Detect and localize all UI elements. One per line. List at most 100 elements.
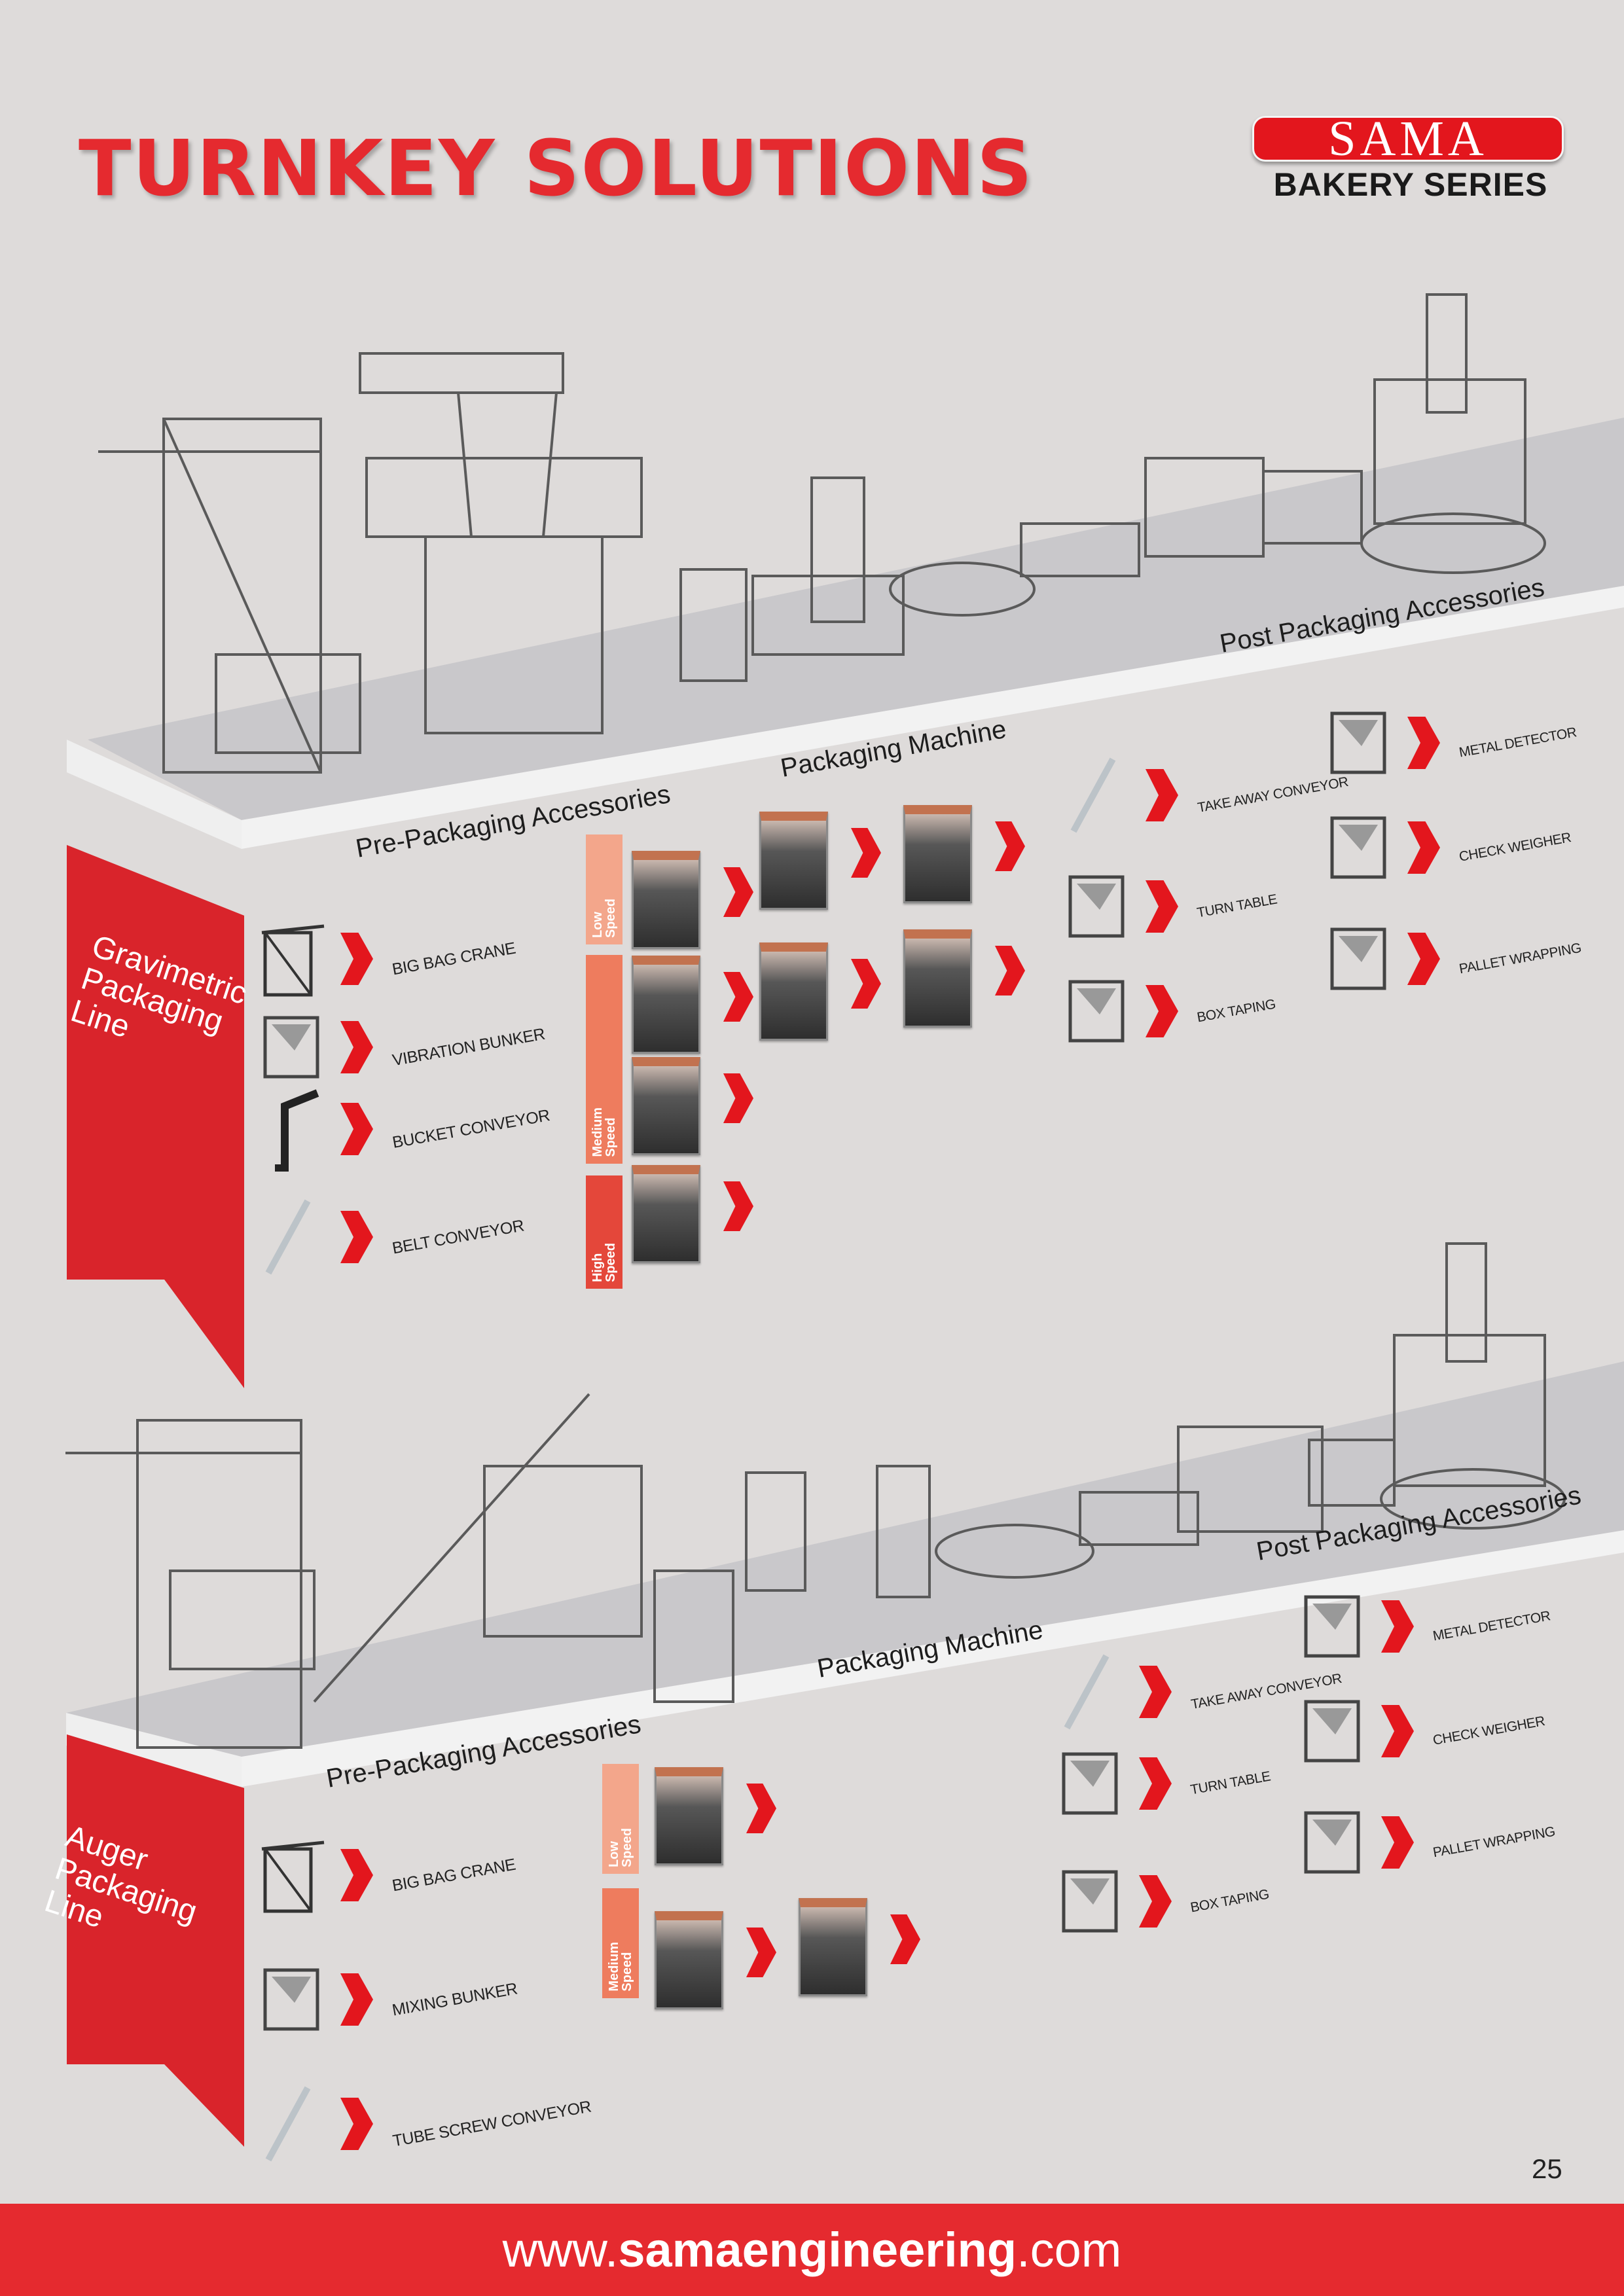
page-title: TURNKEY SOLUTIONS [79,123,1034,213]
chevron-right-icon [1146,880,1178,933]
chevron-right-icon [1407,821,1440,874]
accessory-machine-icon [1322,916,1394,1001]
speed-label: Low Speed [607,1827,634,1867]
packaging-machine-image [759,942,828,1041]
speed-label: Medium Speed [590,1107,618,1157]
chevron-right-icon [1139,1666,1172,1718]
packaging-machine-image [632,1057,700,1155]
item-label: METAL DETECTOR [1432,1608,1552,1644]
speed-label: Low Speed [590,898,618,938]
accessory-machine-icon [1296,1800,1368,1885]
accessory-machine-icon [1060,753,1132,838]
chevron-right-icon [1381,1705,1414,1757]
pre-packaging-item: BIG BAG CRANE [255,916,517,1001]
box-machine-icon [255,1957,327,2042]
chevron-right-icon [340,1021,373,1073]
post-packaging-item: METAL DETECTOR [1322,700,1578,785]
post-packaging-item: BOX TAPING [1054,1859,1271,1944]
sama-logo: SAMA [1252,116,1564,162]
chevron-right-icon [1381,1600,1414,1653]
accessory-machine-icon [1054,1859,1126,1944]
post-packaging-item: CHECK WEIGHER [1296,1689,1546,1774]
accessory-machine-icon [1322,805,1394,890]
post-packaging-item: CHECK WEIGHER [1322,805,1572,890]
auger-platform [66,1361,1624,1787]
speed-bar: Low Speed [586,834,623,944]
chevron-right-icon [1139,1875,1172,1928]
auger-machinery-drawing [65,1242,1566,1749]
post-packaging-item: TURN TABLE [1054,1741,1272,1826]
packaging-machine-image [903,805,972,903]
gravimetric-platform [67,418,1624,849]
speed-bar: Medium Speed [586,955,623,1164]
post-packaging-item: TAKE AWAY CONVEYOR [1054,1649,1343,1734]
chevron-right-icon [1407,933,1440,985]
post-packaging-item: METAL DETECTOR [1296,1584,1551,1669]
chevron-right-icon [340,1103,373,1155]
page-number: 25 [1532,2153,1562,2184]
chevron-right-icon [1407,717,1440,769]
speed-bar: High Speed [586,1175,623,1289]
accessory-machine-icon [1296,1689,1368,1774]
footer-website[interactable]: www.samaengineering.com [0,2204,1624,2296]
item-label: CHECK WEIGHER [1432,1713,1546,1748]
item-label: CHECK WEIGHER [1458,830,1572,865]
bucket-machine-icon [255,1086,327,1172]
footer-prefix: www. [502,2223,619,2277]
chevron-right-icon [340,2098,373,2150]
item-label: PALLET WRAPPING [1458,940,1583,977]
accessory-machine-icon [1060,969,1132,1054]
item-label: BIG BAG CRANE [390,1855,517,1895]
crane-machine-icon [255,1833,327,1918]
packaging-machine-image [632,1165,700,1263]
post-packaging-item: PALLET WRAPPING [1296,1800,1556,1885]
post-packaging-item: BOX TAPING [1060,969,1276,1054]
item-label: BIG BAG CRANE [390,939,517,978]
accessory-machine-icon [1054,1649,1126,1734]
pre-packaging-item: MIXING BUNKER [255,1957,518,2042]
item-label: TURN TABLE [1189,1768,1272,1798]
accessory-machine-icon [1060,864,1132,949]
accessory-machine-icon [1322,700,1394,785]
footer-suffix: .com [1017,2223,1122,2277]
item-label: BELT CONVEYOR [391,1216,526,1257]
item-label: METAL DETECTOR [1458,725,1578,761]
speed-label: Medium Speed [607,1942,634,1992]
chevron-right-icon [340,933,373,985]
packaging-machine-image [655,1767,723,1865]
packaging-machine-image [655,1911,723,2009]
post-packaging-item: PALLET WRAPPING [1322,916,1582,1001]
chevron-right-icon [1381,1816,1414,1869]
speed-bar: Low Speed [602,1764,639,1874]
pre-packaging-item: TUBE SCREW CONVEYOR [255,2081,592,2166]
logo-subtitle: BAKERY SERIES [1273,166,1548,203]
item-label: TURN TABLE [1195,891,1278,921]
packaging-machine-image [632,851,700,949]
speed-bar: Medium Speed [602,1888,639,1998]
pre-packaging-item: BELT CONVEYOR [255,1194,526,1280]
accessory-machine-icon [1054,1741,1126,1826]
post-packaging-item: TURN TABLE [1060,864,1278,949]
box-machine-icon [255,1005,327,1090]
chevron-right-icon [1139,1757,1172,1810]
item-label: TUBE SCREW CONVEYOR [391,2097,593,2150]
chevron-right-icon [1146,985,1178,1037]
chevron-right-icon [340,1211,373,1263]
pre-packaging-item: BUCKET CONVEYOR [255,1086,551,1172]
post-packaging-item: TAKE AWAY CONVEYOR [1060,753,1349,838]
chevron-right-icon [1146,769,1178,821]
item-label: VIBRATION BUNKER [391,1024,547,1069]
pre-packaging-item: VIBRATION BUNKER [255,1005,547,1090]
packaging-machine-image [799,1898,867,1996]
pre-packaging-item: BIG BAG CRANE [255,1833,517,1918]
item-label: PALLET WRAPPING [1432,1823,1557,1861]
item-label: MIXING BUNKER [390,1979,519,2020]
belt-machine-icon [255,2081,327,2166]
speed-label: High Speed [590,1242,618,1282]
gravimetric-machinery-drawing [98,293,1546,774]
item-label: BOX TAPING [1189,1886,1271,1916]
packaging-machine-image [632,956,700,1054]
item-label: BUCKET CONVEYOR [391,1105,551,1152]
belt-machine-icon [255,1194,327,1280]
